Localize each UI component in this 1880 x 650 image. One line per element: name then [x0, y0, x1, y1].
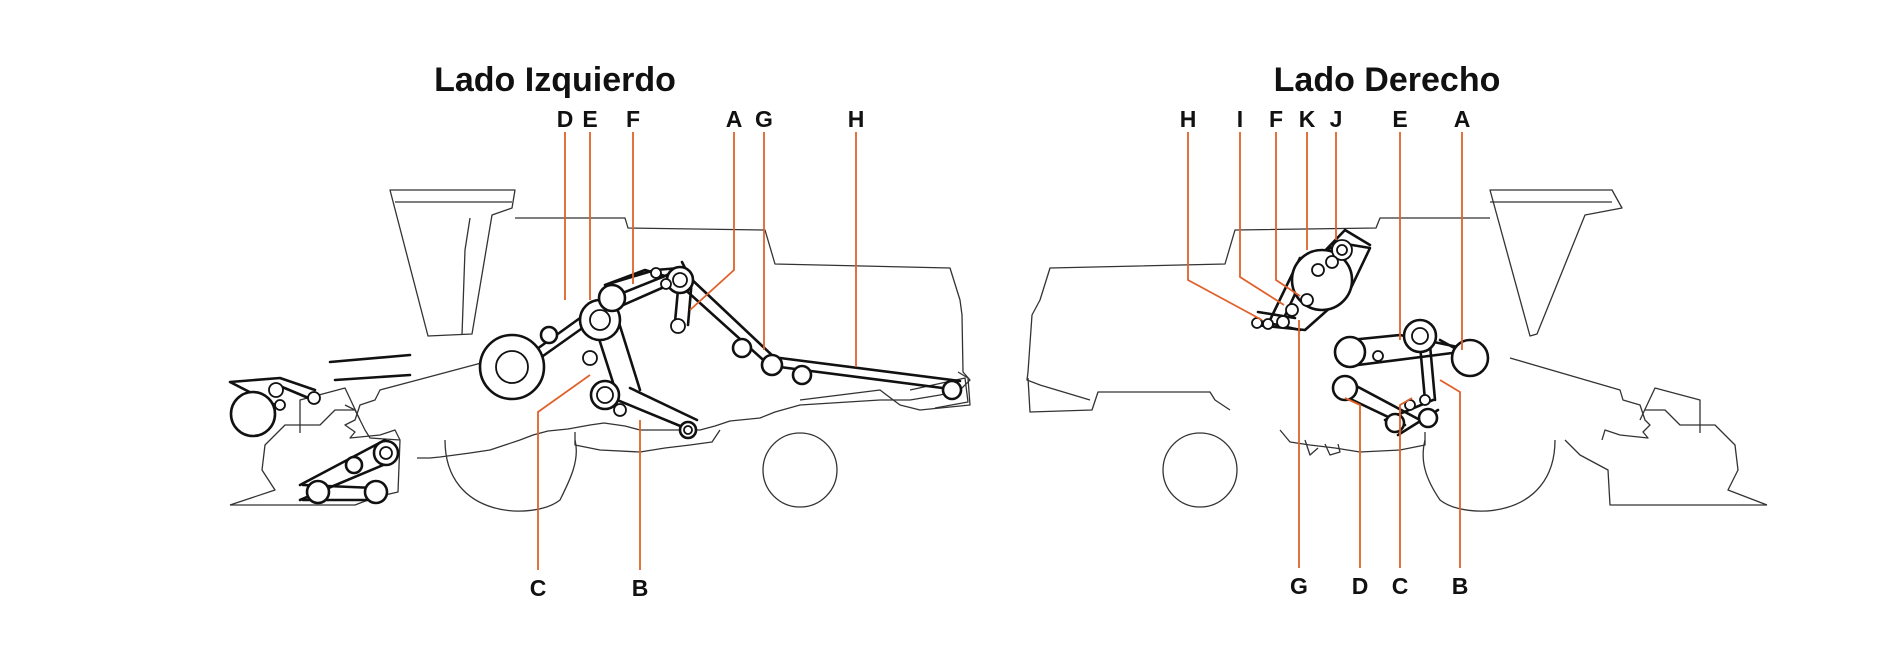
right-labels: H I F K J E A G D C B	[1180, 106, 1471, 599]
left-machine-outline	[229, 189, 971, 512]
left-label-h: H	[848, 106, 865, 132]
right-label-k: K	[1299, 106, 1316, 132]
right-label-b: B	[1452, 573, 1469, 599]
right-leader-lines	[1187, 132, 1463, 568]
right-pulleys	[1251, 239, 1490, 434]
left-pulleys	[229, 265, 963, 505]
right-view: Lado Derecho	[1026, 61, 1768, 599]
right-label-j: J	[1330, 106, 1343, 132]
right-belts	[1253, 228, 1487, 437]
right-view-title: Lado Derecho	[1274, 61, 1501, 99]
left-label-a: A	[726, 106, 743, 132]
left-label-b: B	[632, 575, 649, 601]
right-label-e: E	[1392, 106, 1407, 132]
right-label-f: F	[1269, 106, 1283, 132]
left-leader-lines	[537, 132, 857, 570]
left-label-e: E	[582, 106, 597, 132]
left-labels: D E F A G H C B	[530, 106, 865, 601]
right-label-d: D	[1352, 573, 1369, 599]
right-machine-outline	[1026, 189, 1768, 512]
left-view: Lado Izquierdo	[228, 61, 971, 601]
right-label-i: I	[1237, 106, 1243, 132]
left-label-c: C	[530, 575, 547, 601]
left-label-f: F	[626, 106, 640, 132]
right-label-h: H	[1180, 106, 1197, 132]
left-view-title: Lado Izquierdo	[434, 61, 676, 99]
left-label-d: D	[557, 106, 574, 132]
left-label-g: G	[755, 106, 773, 132]
right-label-g: G	[1290, 573, 1308, 599]
right-label-a: A	[1454, 106, 1471, 132]
right-label-c: C	[1392, 573, 1409, 599]
left-belts	[228, 260, 962, 502]
